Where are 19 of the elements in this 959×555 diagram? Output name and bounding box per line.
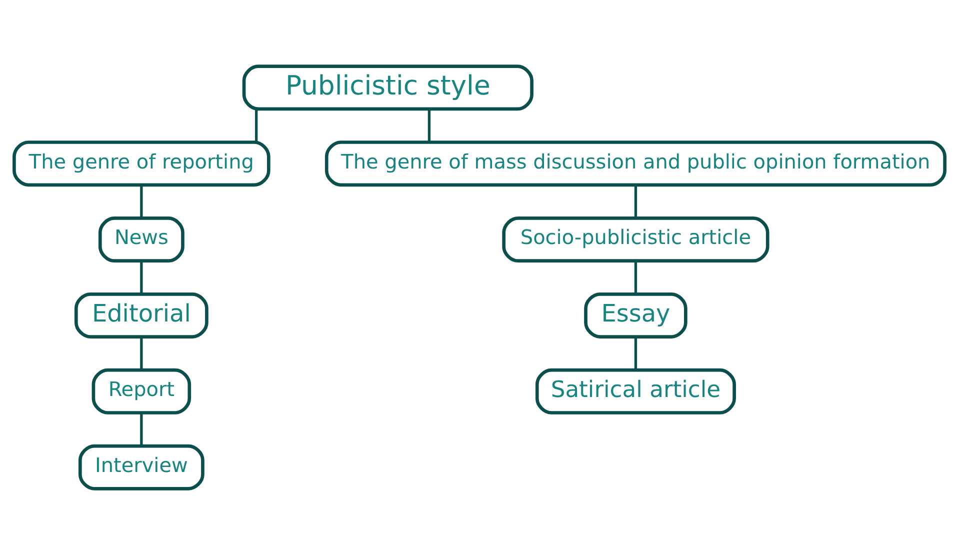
connector	[140, 261, 143, 294]
node-box: Socio-publicistic article	[502, 216, 770, 263]
connector	[428, 109, 431, 142]
node-box: The genre of mass discussion and public opinion formation	[324, 140, 946, 187]
connector	[255, 109, 258, 142]
node-box: Editorial	[74, 292, 208, 338]
connector	[634, 337, 638, 370]
node-box: Interview	[78, 444, 204, 490]
node-box: Satirical article	[535, 368, 736, 414]
node-box: News	[98, 216, 184, 263]
node-box: Report	[92, 368, 192, 414]
connector	[634, 185, 638, 218]
connector	[140, 337, 143, 370]
connector	[140, 412, 143, 446]
connector	[140, 185, 143, 218]
connector	[634, 261, 638, 294]
node-box: Publicistic style	[242, 64, 534, 111]
node-box: Essay	[584, 292, 688, 338]
node-box: The genre of reporting	[12, 140, 270, 187]
